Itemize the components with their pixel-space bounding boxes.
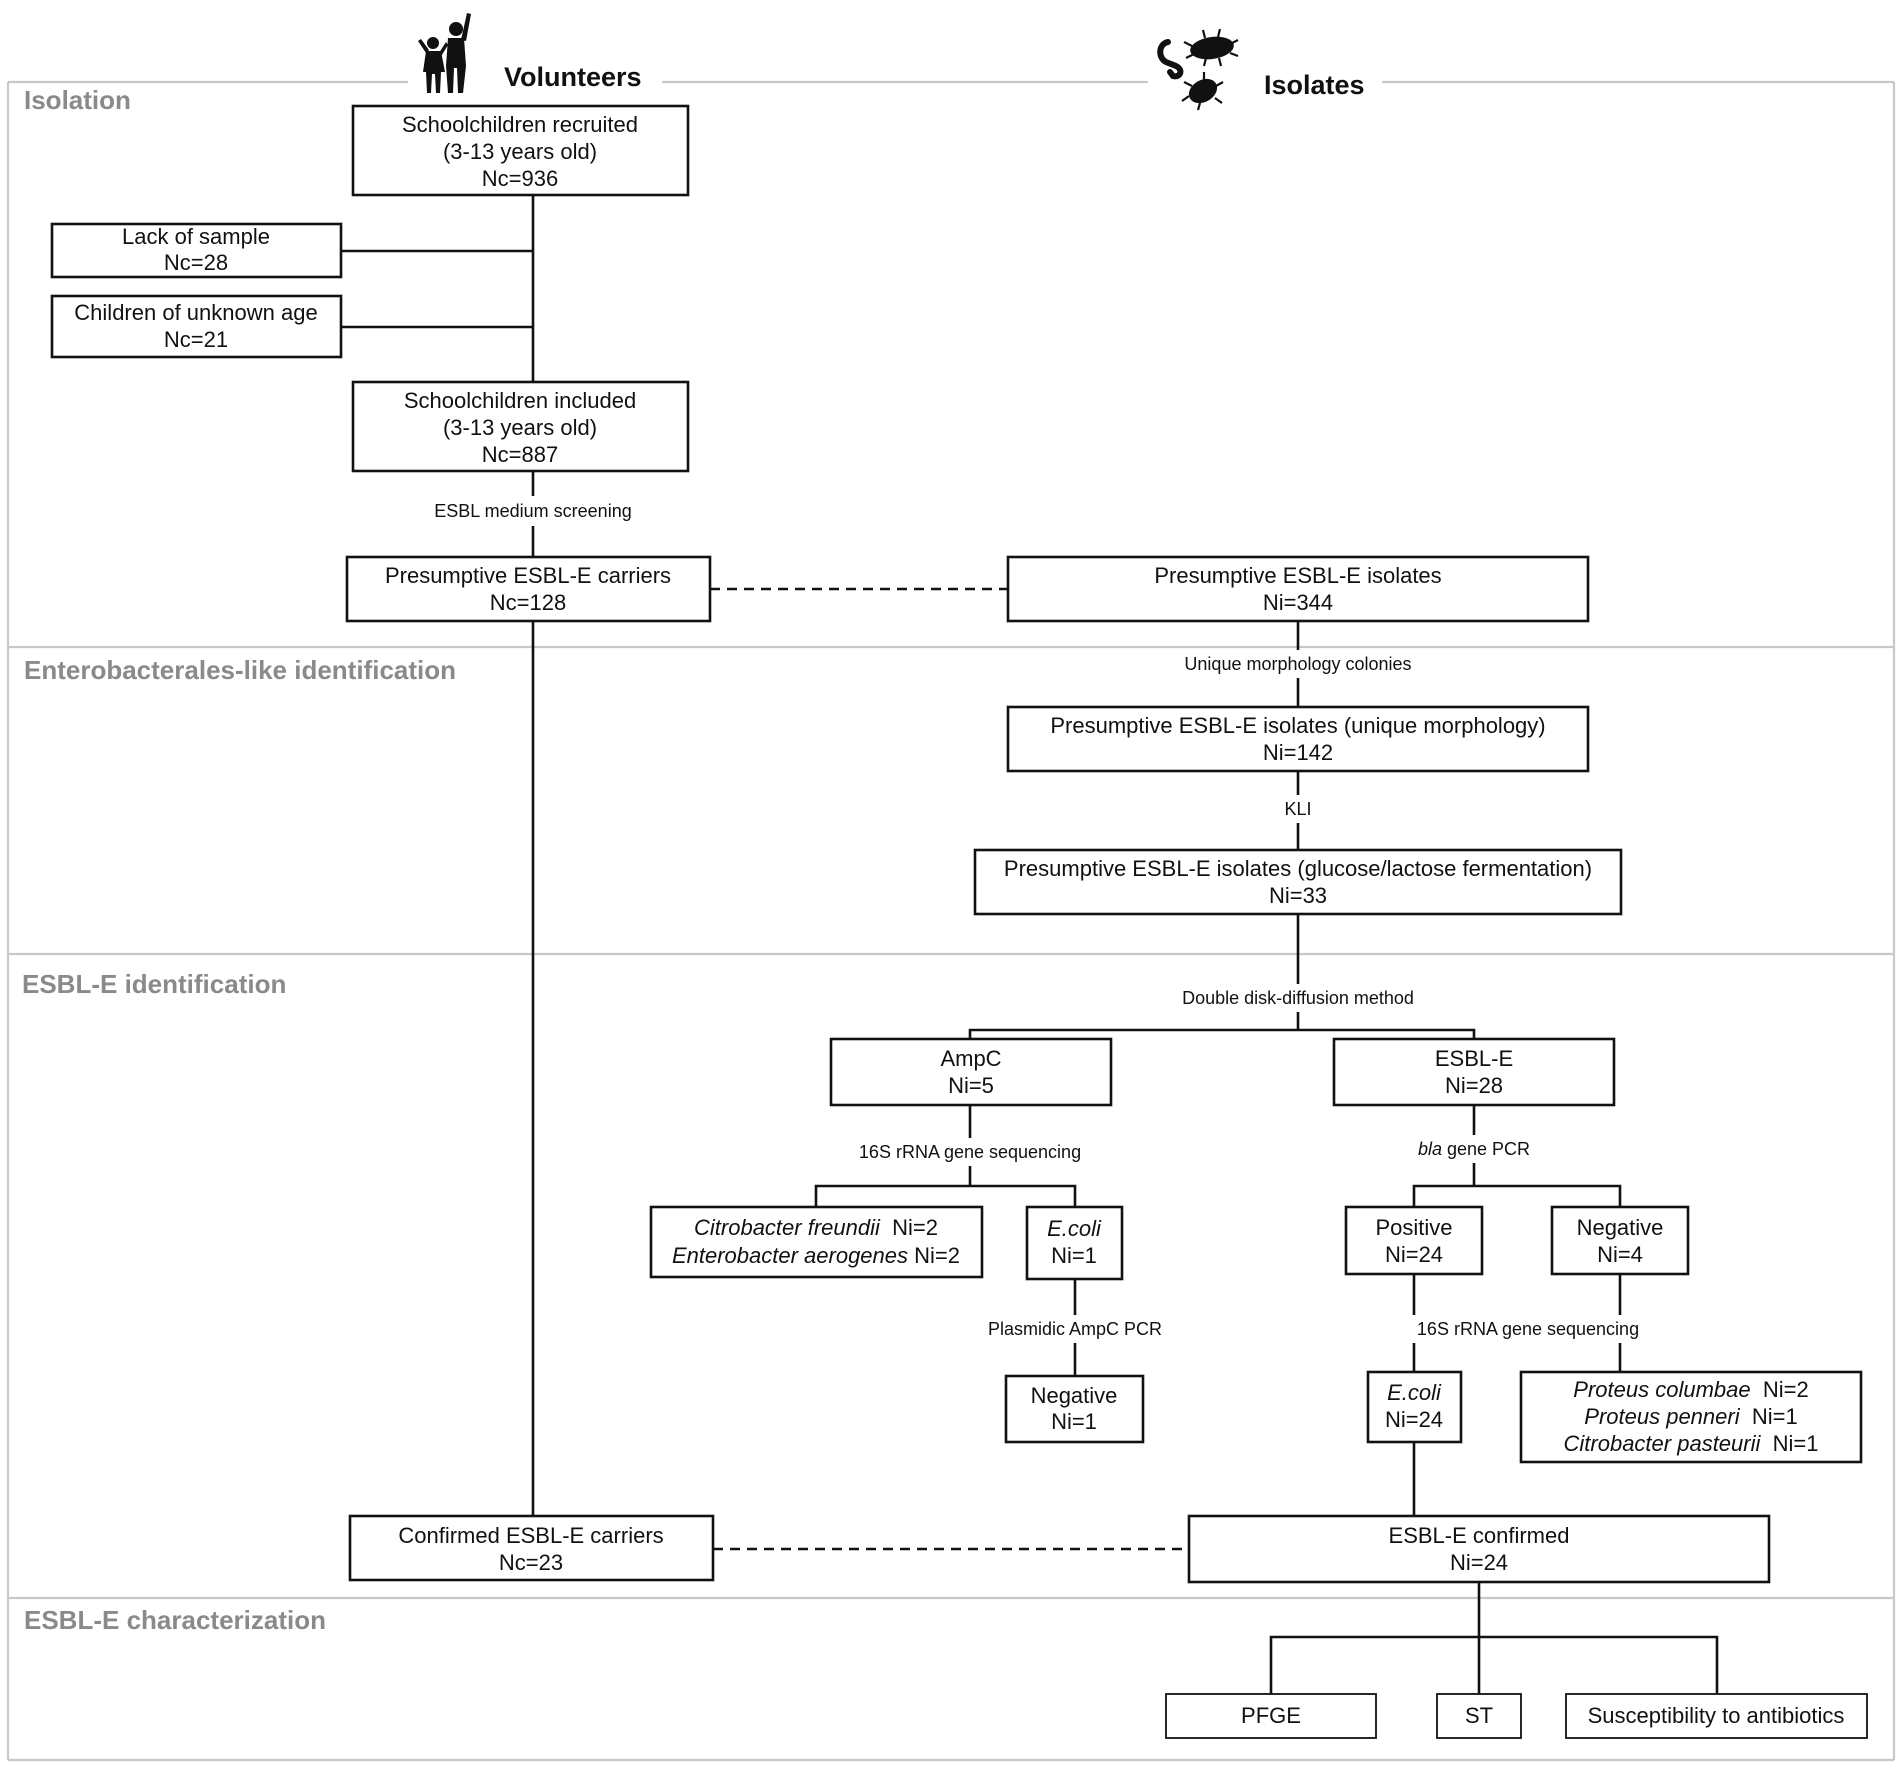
svg-text:Lack of sample: Lack of sample (122, 224, 270, 249)
svg-text:Susceptibility to antibiotics: Susceptibility to antibiotics (1588, 1703, 1845, 1728)
bla-gene-pcr-label: bla gene PCR (1418, 1139, 1530, 1159)
citrobacter-enterobacter-box: Citrobacter freundii Ni=2 Enterobacter a… (649, 1205, 984, 1279)
svg-text:Presumptive ESBL-E isolates (g: Presumptive ESBL-E isolates (glucose/lac… (1004, 856, 1592, 881)
unique-morphology-label: Unique morphology colonies (1184, 654, 1411, 674)
svg-text:Citrobacter freundii Ni=2: Citrobacter freundii Ni=2 (694, 1215, 938, 1240)
ecoli-ampc-box: E.coli Ni=1 (1025, 1205, 1124, 1281)
section-frames (6, 80, 1896, 1762)
svg-text:Ni=344: Ni=344 (1263, 590, 1333, 615)
svg-text:Children of unknown age: Children of unknown age (74, 300, 317, 325)
svg-text:Presumptive ESBL-E isolates: Presumptive ESBL-E isolates (1154, 563, 1441, 588)
proteus-citrobacter-box: Proteus columbae Ni=2 Proteus penneri Ni… (1519, 1370, 1863, 1464)
svg-text:Ni=5: Ni=5 (948, 1073, 994, 1098)
svg-text:Schoolchildren included: Schoolchildren included (404, 388, 636, 413)
presumptive-isolates-box: Presumptive ESBL-E isolates Ni=344 (1006, 555, 1590, 623)
svg-text:Ni=24: Ni=24 (1385, 1242, 1443, 1267)
svg-text:Schoolchildren recruited: Schoolchildren recruited (402, 112, 638, 137)
esbl-medium-screening-label: ESBL medium screening (434, 501, 631, 521)
svg-text:Negative: Negative (1031, 1383, 1118, 1408)
connector-lines (341, 195, 1719, 1694)
children-silhouette-icon (418, 13, 471, 93)
esbl-e-box: ESBL-E Ni=28 (1332, 1037, 1616, 1107)
svg-text:Proteus penneri Ni=1: Proteus penneri Ni=1 (1584, 1404, 1797, 1429)
esbl-confirmed-box: ESBL-E confirmed Ni=24 (1187, 1514, 1771, 1584)
svg-text:Nc=23: Nc=23 (499, 1550, 563, 1575)
svg-text:AmpC: AmpC (940, 1046, 1001, 1071)
svg-text:Positive: Positive (1375, 1215, 1452, 1240)
svg-text:E.coli: E.coli (1047, 1216, 1102, 1241)
svg-text:Enterobacter aerogenes Ni=2: Enterobacter aerogenes Ni=2 (672, 1243, 960, 1268)
double-disk-diffusion-label: Double disk-diffusion method (1182, 988, 1414, 1008)
pfge-box: PFGE (1165, 1693, 1377, 1739)
ecoli-esbl-box: E.coli Ni=24 (1366, 1370, 1463, 1444)
negative-pcr-box: Negative Ni=4 (1550, 1205, 1690, 1276)
presumptive-carriers-box: Presumptive ESBL-E carriers Nc=128 (345, 555, 712, 623)
svg-text:E.coli: E.coli (1387, 1380, 1442, 1405)
svg-text:ESBL-E confirmed: ESBL-E confirmed (1389, 1523, 1570, 1548)
svg-text:Ni=24: Ni=24 (1450, 1550, 1508, 1575)
section-heading-esbl-characterization: ESBL-E characterization (24, 1605, 326, 1635)
ampc-box: AmpC Ni=5 (829, 1037, 1113, 1107)
svg-text:Nc=887: Nc=887 (482, 442, 558, 467)
svg-text:Nc=936: Nc=936 (482, 166, 558, 191)
negative-ampc-box: Negative Ni=1 (1004, 1374, 1145, 1444)
confirmed-carriers-box: Confirmed ESBL-E carriers Nc=23 (348, 1514, 715, 1582)
svg-text:Ni=4: Ni=4 (1597, 1242, 1643, 1267)
svg-text:Nc=128: Nc=128 (490, 590, 566, 615)
svg-text:Proteus columbae Ni=2: Proteus columbae Ni=2 (1573, 1377, 1808, 1402)
rrna-sequencing-esbl-label: 16S rRNA gene sequencing (1417, 1319, 1639, 1339)
svg-text:Ni=142: Ni=142 (1263, 740, 1333, 765)
edge-labels: ESBL medium screening Unique morphology … (420, 496, 1644, 1343)
included-box: Schoolchildren included (3-13 years old)… (351, 380, 690, 473)
section-heading-isolation: Isolation (24, 85, 131, 115)
bacteria-icon (1157, 28, 1239, 111)
svg-text:ESBL-E: ESBL-E (1435, 1046, 1513, 1071)
svg-text:Ni=28: Ni=28 (1445, 1073, 1503, 1098)
svg-text:Citrobacter pasteurii Ni=1: Citrobacter pasteurii Ni=1 (1564, 1431, 1819, 1456)
svg-text:(3-13 years old): (3-13 years old) (443, 139, 597, 164)
glucose-lactose-box: Presumptive ESBL-E isolates (glucose/lac… (973, 848, 1623, 916)
svg-text:Confirmed ESBL-E carriers: Confirmed ESBL-E carriers (398, 1523, 663, 1548)
lack-of-sample-box: Lack of sample Nc=28 (50, 222, 343, 279)
svg-text:ST: ST (1465, 1703, 1493, 1728)
rrna-sequencing-ampc-label: 16S rRNA gene sequencing (859, 1142, 1081, 1162)
svg-text:Negative: Negative (1577, 1215, 1664, 1240)
svg-text:PFGE: PFGE (1241, 1703, 1301, 1728)
isolates-header: Isolates (1264, 70, 1365, 100)
svg-text:Ni=1: Ni=1 (1051, 1409, 1097, 1434)
svg-text:(3-13 years old): (3-13 years old) (443, 415, 597, 440)
svg-text:Ni=1: Ni=1 (1051, 1243, 1097, 1268)
svg-text:Ni=24: Ni=24 (1385, 1407, 1443, 1432)
svg-text:Presumptive ESBL-E isolates (u: Presumptive ESBL-E isolates (unique morp… (1050, 713, 1545, 738)
positive-box: Positive Ni=24 (1344, 1205, 1484, 1276)
svg-text:Presumptive ESBL-E carriers: Presumptive ESBL-E carriers (385, 563, 671, 588)
section-heading-enterobacterales: Enterobacterales-like identification (24, 655, 456, 685)
section-heading-esbl-identification: ESBL-E identification (22, 969, 286, 999)
volunteers-header: Volunteers (504, 62, 642, 92)
susceptibility-box: Susceptibility to antibiotics (1565, 1693, 1868, 1739)
st-box: ST (1436, 1693, 1522, 1739)
svg-text:Nc=28: Nc=28 (164, 250, 228, 275)
kli-label: KLI (1284, 799, 1311, 819)
svg-text:Nc=21: Nc=21 (164, 327, 228, 352)
unique-morphology-box: Presumptive ESBL-E isolates (unique morp… (1006, 705, 1590, 773)
plasmidic-ampc-pcr-label: Plasmidic AmpC PCR (988, 1319, 1162, 1339)
unknown-age-box: Children of unknown age Nc=21 (50, 294, 343, 359)
svg-text:Ni=33: Ni=33 (1269, 883, 1327, 908)
recruited-box: Schoolchildren recruited (3-13 years old… (351, 104, 690, 197)
